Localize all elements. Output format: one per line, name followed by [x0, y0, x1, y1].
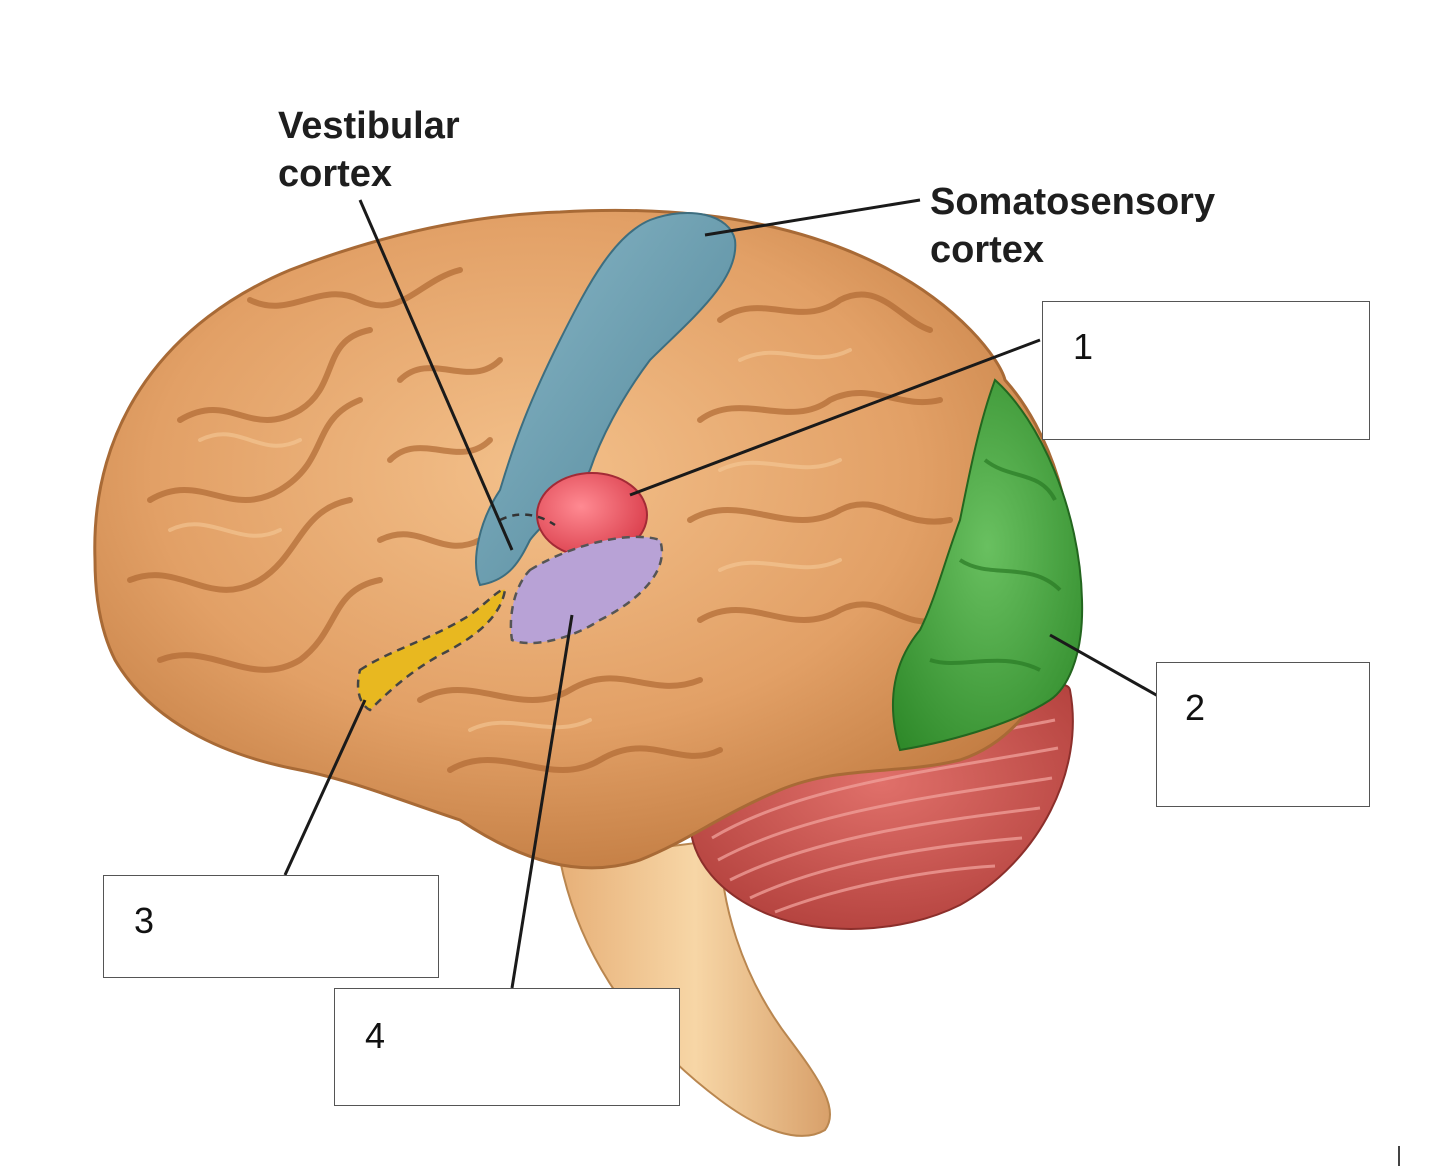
vestibular-label-line2: cortex — [278, 153, 393, 195]
answer-box-4[interactable]: 4 — [334, 988, 680, 1106]
leader-somatosensory — [704, 198, 921, 237]
answer-box-3-number: 3 — [134, 900, 155, 941]
leader-1 — [629, 338, 1041, 497]
answer-box-1[interactable]: 1 — [1042, 301, 1370, 440]
answer-box-2[interactable]: 2 — [1156, 662, 1370, 807]
vestibular-label-line1: Vestibular — [278, 105, 460, 147]
somatosensory-cortex-label: Somatosensory cortex — [930, 178, 1215, 274]
somatosensory-label-line2: cortex — [930, 229, 1045, 271]
leader-2 — [1049, 633, 1159, 698]
region-2-occipital — [891, 378, 1084, 752]
answer-box-2-number: 2 — [1185, 687, 1206, 728]
somatosensory-label-line1: Somatosensory — [930, 181, 1216, 223]
cortex-highlights — [168, 348, 852, 732]
leader-vestibular — [358, 199, 514, 551]
leader-3 — [283, 699, 367, 876]
region-4-purple — [509, 535, 664, 645]
answer-box-4-number: 4 — [365, 1015, 386, 1056]
vestibular-dashed-outline — [499, 513, 556, 527]
vestibular-cortex-label: Vestibular cortex — [278, 102, 460, 198]
region-3-yellow — [356, 588, 507, 712]
leader-4 — [510, 614, 574, 989]
answer-box-3[interactable]: 3 — [103, 875, 439, 978]
edge-tick-mark — [1398, 1146, 1400, 1166]
answer-box-1-number: 1 — [1073, 326, 1094, 367]
somatosensory-cortex-region — [475, 212, 737, 587]
leader-lines — [283, 198, 1159, 989]
cortex-folds — [127, 267, 953, 773]
